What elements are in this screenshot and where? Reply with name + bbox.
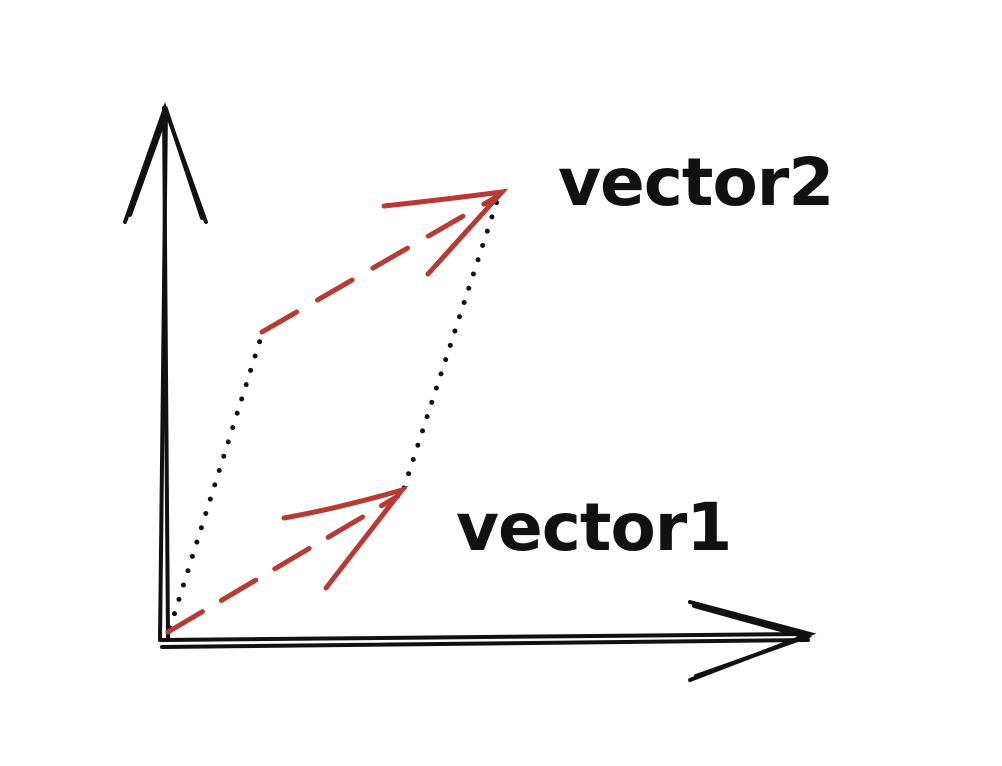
vector2-arrow <box>259 188 509 335</box>
vector2-label: vector2 <box>558 144 833 221</box>
vector1-label: vector1 <box>456 489 731 566</box>
parallelogram-dotted-lines <box>167 189 503 631</box>
y-axis <box>123 102 208 642</box>
x-axis <box>160 600 817 682</box>
vector1-arrow <box>165 485 409 635</box>
